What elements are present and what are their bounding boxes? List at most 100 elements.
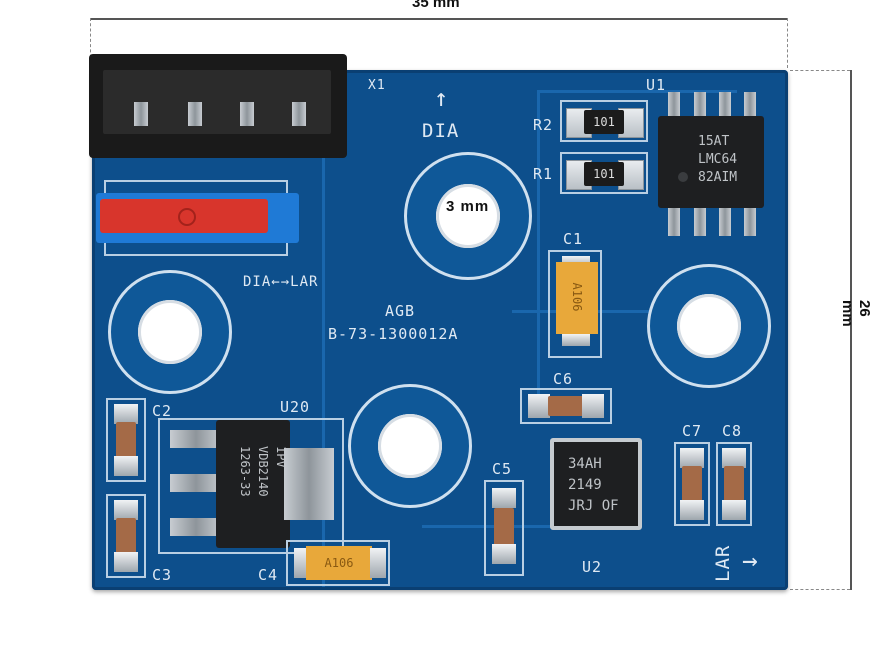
u2-marking-line: JRJ OF: [568, 498, 619, 514]
c7-capacitor: [682, 466, 702, 502]
c6-capacitor: [548, 396, 584, 416]
u2-label: U2: [582, 558, 603, 576]
c5-label: C5: [492, 460, 513, 478]
connector-x1: [89, 54, 347, 158]
trace: [537, 90, 540, 400]
c4-outline: [286, 540, 390, 586]
trace: [322, 70, 325, 590]
c2-outline: [106, 398, 146, 482]
connector-pin: [188, 102, 202, 126]
c2-terminal: [114, 456, 138, 476]
switch-position-label: DIA←→LAR: [243, 274, 319, 290]
u1-pin: [719, 204, 731, 236]
height-dimension-line: [850, 70, 852, 590]
dia-arrow-icon: ↑: [434, 84, 450, 112]
r2-resistor: 101: [584, 110, 624, 134]
height-dimension-top-tick: [790, 70, 850, 71]
r2-label: R2: [533, 116, 554, 134]
u1-pin: [744, 204, 756, 236]
c4-label: C4: [258, 566, 279, 584]
mounting-hole-top: [436, 184, 500, 248]
c8-label: C8: [722, 422, 743, 440]
u20-pin: [170, 518, 222, 536]
c6-terminal: [528, 394, 550, 418]
width-dimension-line: [90, 18, 788, 20]
connector-pin: [240, 102, 254, 126]
part-number-label: B-73-1300012A: [328, 325, 459, 343]
u1-marking-line: 15AT: [698, 134, 730, 149]
connector-pin: [292, 102, 306, 126]
c2-terminal: [114, 404, 138, 424]
c8-outline: [716, 442, 752, 526]
c5-capacitor: [494, 508, 514, 546]
r1-outline: [560, 152, 648, 194]
u1-pin: [694, 204, 706, 236]
c7-terminal: [680, 500, 704, 520]
switch-actuator: [100, 199, 268, 233]
height-dimension-label: 26 mm: [839, 300, 873, 327]
u20-chip: 1263-33 VDB2140 1PV: [216, 420, 290, 548]
c4-marking: A106: [324, 556, 354, 570]
connector-ref-label: X1: [368, 78, 386, 93]
u1-pin: [744, 92, 756, 120]
u1-pin: [668, 204, 680, 236]
c5-terminal: [492, 544, 516, 564]
u20-marking-line: VDB2140: [256, 446, 270, 497]
lar-label: LAR: [712, 544, 734, 582]
width-dimension-label: 35 mm: [412, 0, 460, 11]
c3-outline: [106, 494, 146, 578]
trace: [537, 90, 737, 93]
u1-marking-line: 82AIM: [698, 170, 738, 185]
c6-label: C6: [553, 370, 574, 388]
c5-outline: [484, 480, 524, 576]
c6-terminal: [582, 394, 604, 418]
brand-label: AGB: [385, 302, 416, 320]
c1-label: C1: [563, 230, 584, 248]
c1-terminal: [562, 334, 590, 346]
u20-pin: [170, 474, 222, 492]
r1-label: R1: [533, 165, 554, 183]
width-dimension-right-tick: [787, 18, 788, 68]
c6-outline: [520, 388, 612, 424]
c1-outline: [548, 250, 602, 358]
u2-marking-line: 2149: [568, 477, 602, 493]
r1-resistor: 101: [584, 162, 624, 186]
c3-capacitor: [116, 518, 136, 554]
u1-marking-line: LMC64: [698, 152, 738, 167]
c8-terminal: [722, 448, 746, 468]
u1-pin: [719, 92, 731, 120]
u20-marking-line: 1263-33: [238, 446, 252, 497]
dia-label: DIA: [422, 120, 460, 142]
c8-terminal: [722, 500, 746, 520]
c1-marking: A106: [570, 282, 584, 312]
u1-pin: [668, 92, 680, 120]
connector-pin: [134, 102, 148, 126]
u1-label: U1: [646, 76, 667, 94]
u20-pin: [170, 430, 222, 448]
u1-pin: [694, 92, 706, 120]
c2-label: C2: [152, 402, 173, 420]
height-dimension-bottom-tick: [790, 589, 850, 590]
u20-outline: [158, 418, 344, 554]
u1-chip: 15AT LMC64 82AIM: [658, 116, 764, 208]
u2-marking-line: 34AH: [568, 456, 602, 472]
mounting-hole-bottom: [378, 414, 442, 478]
c7-outline: [674, 442, 710, 526]
slide-switch: [96, 193, 299, 243]
c7-terminal: [680, 448, 704, 468]
c4-capacitor: A106: [306, 546, 372, 580]
u2-chip: 34AH 2149 JRJ OF: [550, 438, 642, 530]
c4-terminal: [370, 548, 386, 578]
u20-tab: [284, 448, 334, 520]
trace: [512, 310, 752, 313]
c7-label: C7: [682, 422, 703, 440]
hole-size-label: 3 mm: [446, 198, 490, 215]
r2-outline: [560, 100, 648, 142]
lar-arrow-icon: →: [742, 546, 759, 576]
c3-terminal: [114, 552, 138, 572]
c1-capacitor: A106: [556, 262, 598, 334]
c5-terminal: [492, 488, 516, 508]
trace: [422, 525, 552, 528]
width-dimension-left-tick: [90, 18, 91, 68]
mounting-hole-left: [138, 300, 202, 364]
